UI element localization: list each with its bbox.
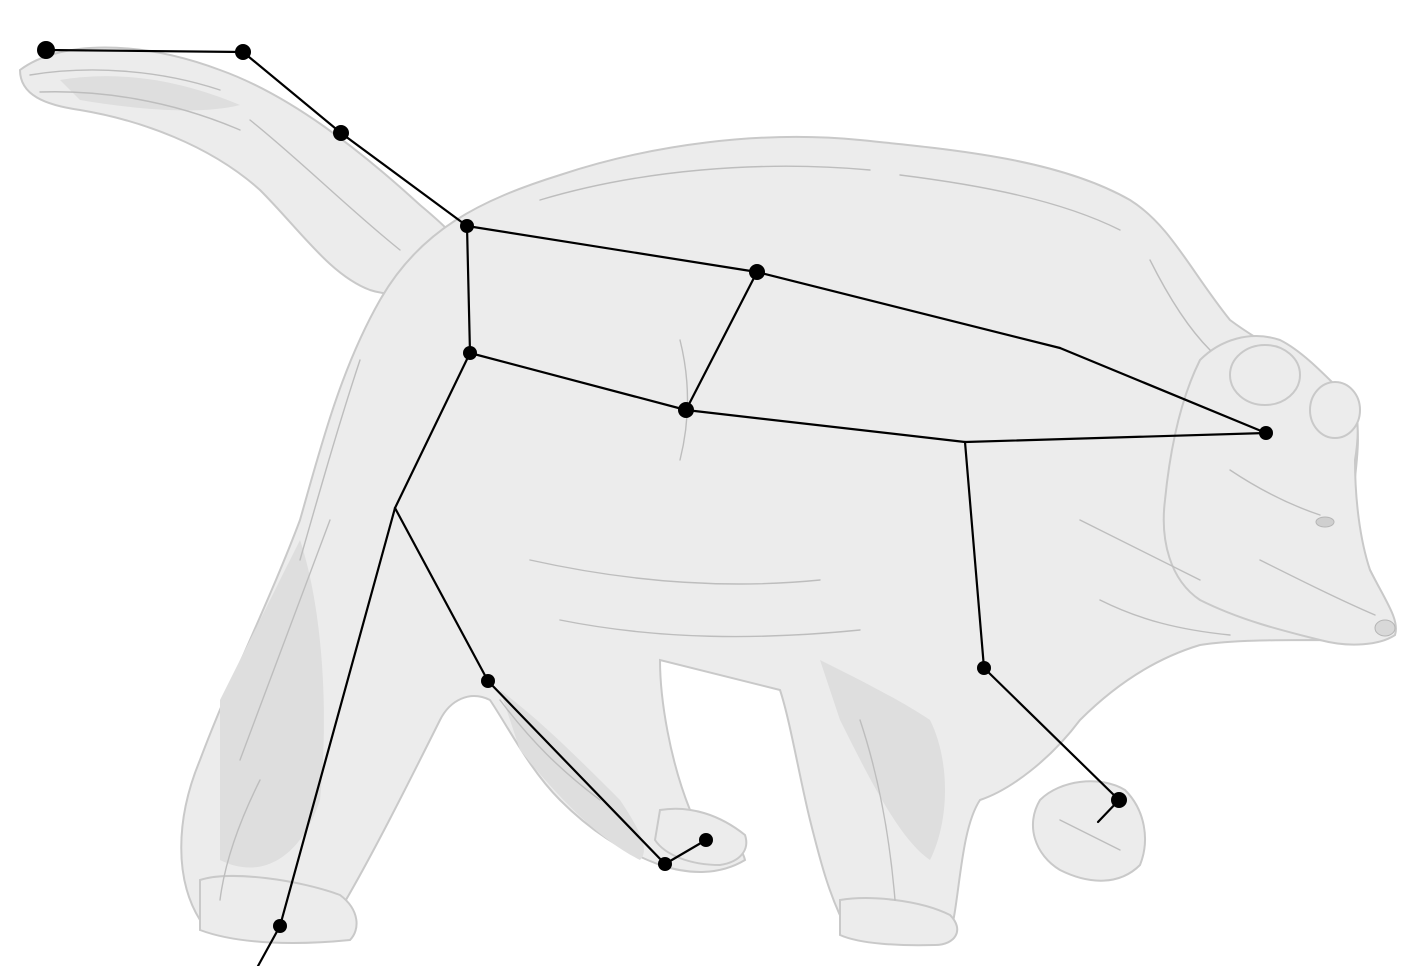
star-belly: [678, 402, 694, 418]
star-tail-tip: [37, 41, 55, 59]
bear-ear-front: [1310, 382, 1360, 438]
star-front-knee: [977, 661, 991, 675]
star-front-paw: [1111, 792, 1127, 808]
star-back: [749, 264, 765, 280]
star-rump: [463, 346, 477, 360]
star-tail-base: [460, 219, 474, 233]
star-mid-foot: [658, 857, 672, 871]
star-mid-toe: [699, 833, 713, 847]
bear-eye: [1316, 517, 1334, 527]
star-tail-2: [235, 44, 251, 60]
star-tail-3: [333, 125, 349, 141]
bear-illustration: [20, 48, 1396, 946]
star-head: [1259, 426, 1273, 440]
star-hind-knee: [481, 674, 495, 688]
star-hind-foot: [273, 919, 287, 933]
bear-nose: [1375, 620, 1395, 636]
bear-front-paw: [1033, 781, 1145, 880]
bear-ear-back: [1230, 345, 1300, 405]
